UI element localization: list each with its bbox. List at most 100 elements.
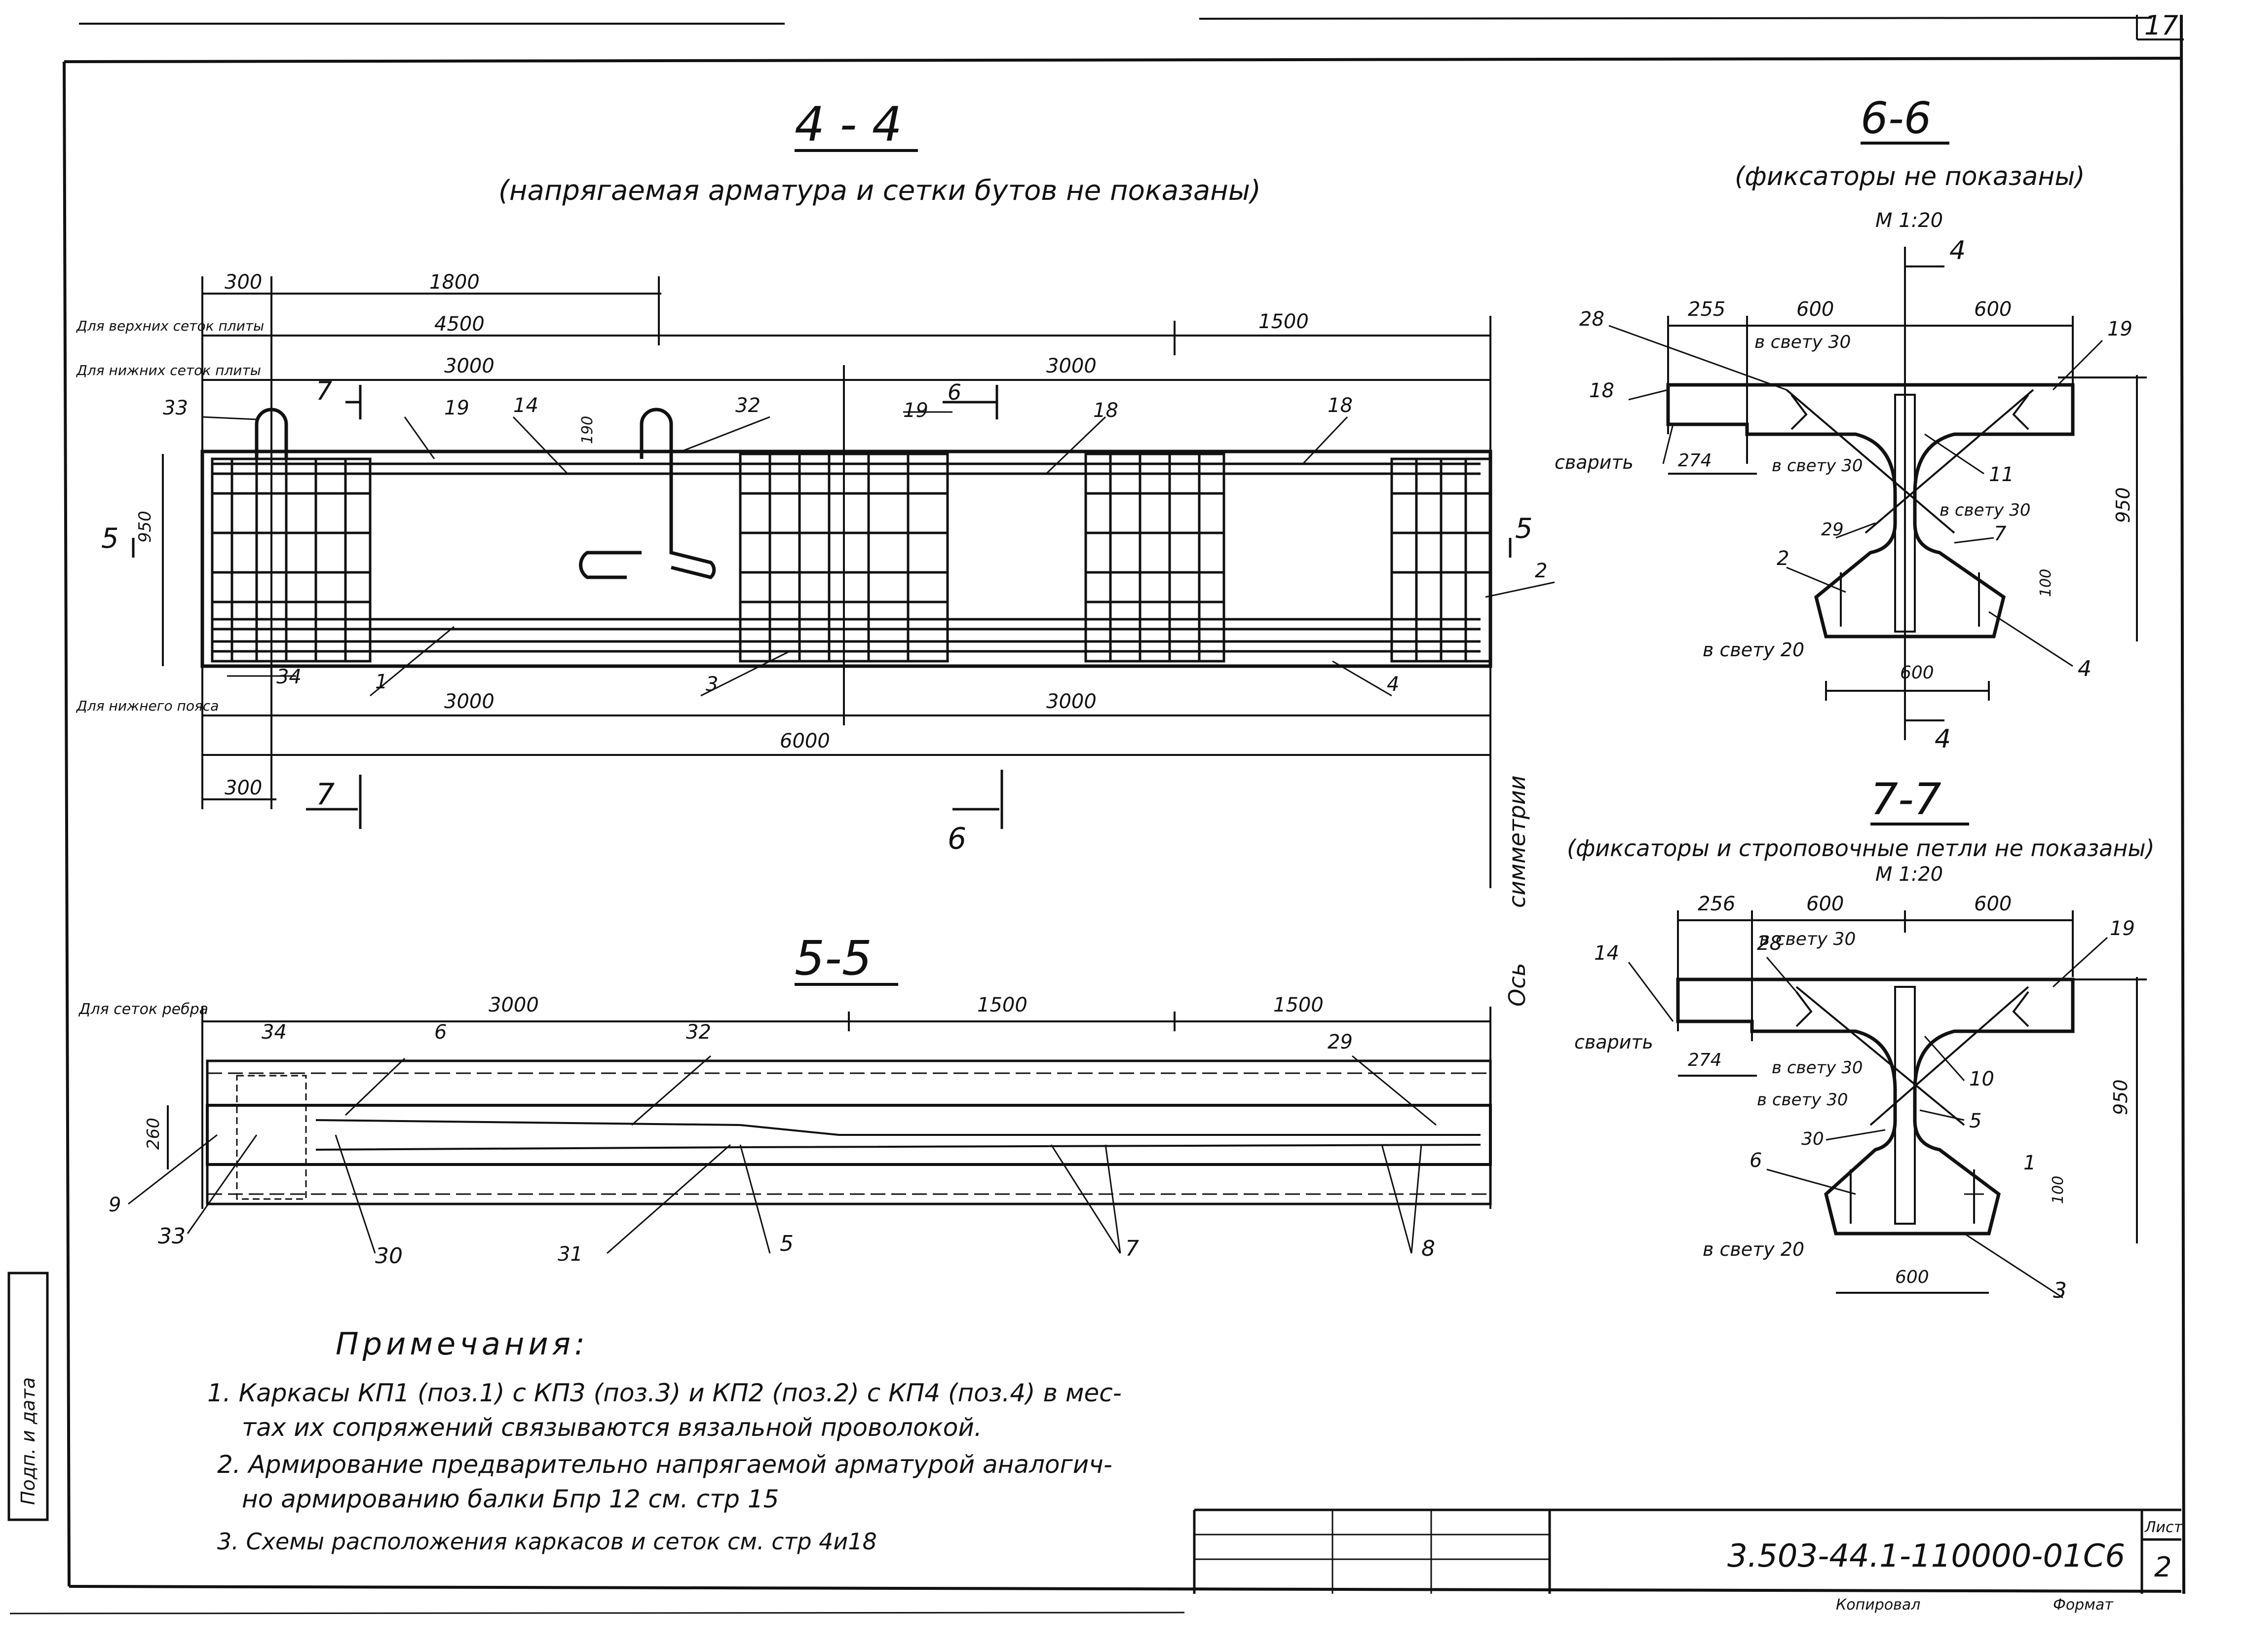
- cross-section-77: [1628, 910, 2147, 1299]
- callout-5-77: 5: [1969, 1110, 1981, 1132]
- dim-600c-77: 600: [1895, 1267, 1929, 1287]
- callout-1-77: 1: [2023, 1152, 2036, 1174]
- axis-label: Ось: [1504, 963, 1530, 1007]
- callout-6-55: 6: [434, 1021, 447, 1044]
- callout-4-66: 4: [2078, 656, 2092, 681]
- notes-block: Примечания: 1. Каркасы КП1 (поз.1) с КП3…: [207, 1326, 1122, 1555]
- section-66-scale: М 1:20: [1875, 209, 1943, 232]
- dim-600b-77: 600: [1974, 893, 2012, 915]
- section-55-title: 5-5: [795, 931, 872, 986]
- section-77-labels: 256 600 600 274 950 100 600 в свету 30 в…: [1574, 893, 2135, 1303]
- callout-33: 33: [163, 397, 188, 419]
- section-66-labels: 4 4 255 600 600 274 950 100 600 в свету …: [1555, 236, 2134, 754]
- section-77-subtitle: (фиксаторы и строповочные петли не показ…: [1567, 835, 2155, 862]
- callout-31-55: 31: [558, 1243, 583, 1266]
- plan-section-55: [128, 1007, 1492, 1254]
- callout-3: 3: [706, 673, 718, 696]
- callout-30-55: 30: [375, 1243, 403, 1269]
- dim-3000-lower-left: 3000: [444, 690, 495, 713]
- callout-34-55: 34: [262, 1021, 287, 1044]
- callout-2-66: 2: [1777, 547, 1789, 570]
- dim-950: 950: [135, 511, 155, 543]
- cross-section-66: [1608, 247, 2147, 740]
- weld-label-66: сварить: [1555, 451, 1634, 473]
- dim-600c-66: 600: [1900, 663, 1934, 683]
- weld-label-77: сварить: [1574, 1031, 1653, 1053]
- cut-7-top: 7: [316, 376, 332, 406]
- dim-300-top: 300: [225, 271, 262, 294]
- sheet-number: 17: [2144, 10, 2178, 41]
- callout-18a: 18: [1093, 399, 1118, 422]
- dim-6000: 6000: [780, 730, 830, 752]
- callout-7-55: 7: [1125, 1236, 1139, 1261]
- callout-7-66: 7: [1994, 523, 2007, 545]
- callout-18b: 18: [1328, 394, 1353, 417]
- dim-255-66: 255: [1688, 298, 1725, 321]
- title-block: [1193, 1508, 2181, 1594]
- clear-20-77: в свету 20: [1703, 1239, 1804, 1260]
- sheet-code: 3.503-44.1-110000-01С6: [1727, 1538, 2125, 1575]
- clear-30c-66: в свету 30: [1940, 500, 2031, 520]
- cut-5-left: 5: [101, 523, 119, 555]
- callout-33-55: 33: [158, 1224, 186, 1249]
- label-upper-mesh: Для верхних сеток плиты: [76, 318, 264, 334]
- dim-100-66: 100: [2037, 569, 2055, 597]
- clear-30a-66: в свету 30: [1754, 332, 1851, 352]
- footer-right: Формат: [2053, 1596, 2114, 1614]
- dim-600a-77: 600: [1806, 893, 1844, 915]
- dim-274-66: 274: [1678, 451, 1712, 471]
- note-2b: но армированию балки Бпр 12 см. стр 15: [242, 1485, 779, 1513]
- dim-600a-66: 600: [1796, 298, 1834, 321]
- dim-600b-66: 600: [1974, 298, 2012, 321]
- cut-5-right: 5: [1515, 513, 1533, 545]
- cut-6-top: 6: [948, 380, 961, 405]
- callout-28-77: 28: [1757, 932, 1782, 955]
- notes-heading: Примечания:: [336, 1326, 589, 1362]
- callout-28-66: 28: [1579, 308, 1604, 331]
- dim-950-66: 950: [2112, 487, 2134, 523]
- dim-260: 260: [144, 1118, 163, 1150]
- section-77-scale: М 1:20: [1875, 863, 1943, 886]
- callout-19-66: 19: [2107, 318, 2132, 340]
- callout-14: 14: [513, 394, 538, 417]
- dim-3000-55: 3000: [489, 994, 539, 1016]
- dim-190: 190: [579, 416, 596, 444]
- callout-9-55: 9: [109, 1194, 121, 1216]
- dim-1800: 1800: [429, 271, 480, 294]
- callout-34: 34: [276, 666, 302, 688]
- callout-19-77: 19: [2110, 917, 2135, 940]
- callout-8-55: 8: [1421, 1236, 1435, 1261]
- callout-3-77: 3: [2053, 1278, 2067, 1303]
- callout-30-77: 30: [1801, 1129, 1824, 1149]
- callout-19b: 19: [903, 399, 928, 422]
- callout-18-66: 18: [1589, 379, 1614, 402]
- callout-19a: 19: [444, 397, 469, 419]
- label-rib-mesh: Для сеток ребра: [78, 1001, 208, 1018]
- callout-2: 2: [1535, 560, 1547, 582]
- callout-5-55: 5: [780, 1231, 794, 1256]
- section-55-labels: Для сеток ребра 3000 1500 1500 260 34 6 …: [78, 994, 1435, 1269]
- section-44-labels: Для верхних сеток плиты Для нижних сеток…: [76, 271, 1547, 1007]
- clear-30a-77: в свету 30: [1759, 929, 1856, 949]
- section-66-subtitle: (фиксаторы не показаны): [1735, 162, 2085, 191]
- cut-4-bottom-66: 4: [1935, 724, 1951, 754]
- sheet-frame: [9, 14, 2185, 1614]
- footer-left: Копировал: [1836, 1596, 1920, 1614]
- dim-1500-top: 1500: [1258, 310, 1309, 333]
- dim-256-77: 256: [1698, 893, 1735, 915]
- clear-30c-77: в свету 30: [1757, 1090, 1848, 1110]
- section-66-title: 6-6: [1861, 93, 1932, 144]
- callout-11-66: 11: [1989, 463, 2014, 486]
- list-number: 2: [2154, 1551, 2172, 1583]
- side-stamp-text: Подп. и дата: [17, 1377, 39, 1505]
- section-77-title: 7-7: [1870, 774, 1941, 825]
- callout-29-55: 29: [1328, 1031, 1353, 1053]
- dim-274-77: 274: [1688, 1050, 1722, 1070]
- callout-10-77: 10: [1969, 1068, 1994, 1090]
- beam-elevation: [132, 276, 1555, 888]
- cut-4-top-66: 4: [1949, 236, 1966, 265]
- clear-30b-66: в свету 30: [1772, 456, 1863, 476]
- note-2a: 2. Армирование предварительно напрягаемо…: [217, 1450, 1112, 1479]
- dim-1500a-55: 1500: [977, 994, 1027, 1016]
